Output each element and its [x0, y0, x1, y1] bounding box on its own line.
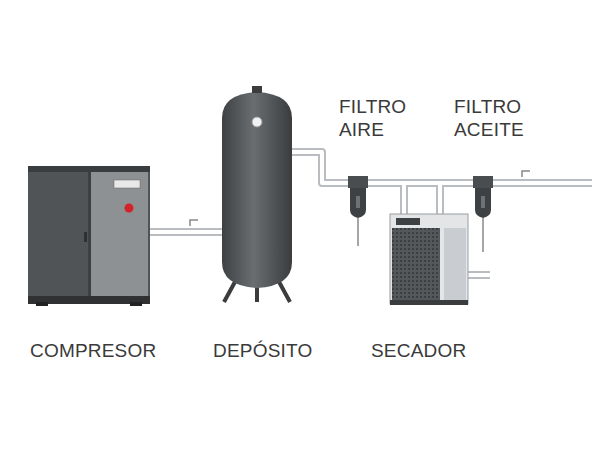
air-filter [348, 176, 368, 246]
component-label: SECADOR [371, 340, 466, 363]
component-label: FILTRO AIRE [339, 96, 406, 142]
component-label: DEPÓSITO [213, 340, 312, 363]
air-dryer [390, 214, 468, 305]
air-tank [222, 86, 292, 302]
component-label: COMPRESOR [30, 340, 156, 363]
pipes [148, 152, 592, 275]
oil-filter [473, 176, 493, 252]
compressor [28, 166, 150, 306]
component-label: FILTRO ACEITE [454, 96, 524, 142]
